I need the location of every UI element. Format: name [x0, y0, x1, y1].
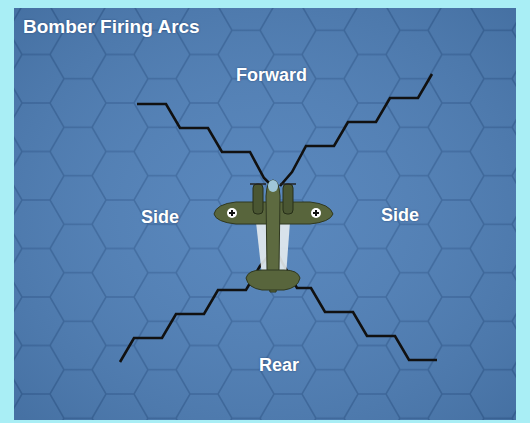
arc-line: [137, 104, 272, 186]
arc-label: Side: [381, 206, 419, 226]
arc-label: Forward: [236, 66, 307, 86]
arc-lines: [120, 74, 437, 362]
arc-line: [278, 254, 437, 360]
diagram-title: Bomber Firing Arcs: [23, 17, 200, 38]
hex-map: [14, 8, 516, 420]
arc-label: Rear: [259, 356, 299, 376]
bomber-figure: [214, 180, 333, 292]
arc-line: [280, 74, 432, 186]
shading: [14, 8, 516, 420]
arc-label: Side: [141, 208, 179, 228]
arc-line: [120, 254, 270, 362]
